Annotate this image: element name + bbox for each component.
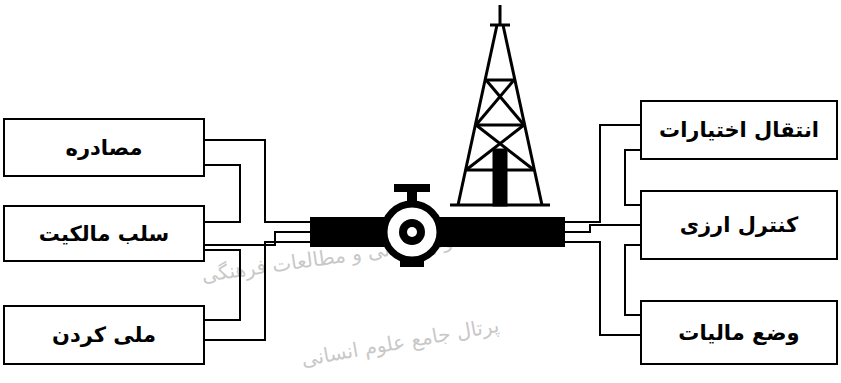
term-text: وضع مالیات [678, 321, 799, 345]
term-box: مصادره [3, 118, 205, 177]
term-box: وضع مالیات [640, 300, 838, 365]
term-box: ملی کردن [3, 305, 205, 365]
term-text: ملی کردن [52, 323, 156, 347]
term-box: کنترل ارزی [640, 190, 838, 260]
term-text: سلب مالکیت [39, 222, 170, 246]
term-text: انتقال اختیارات [659, 118, 819, 142]
term-box: سلب مالکیت [3, 205, 205, 262]
connector-wires [205, 125, 640, 340]
term-text: کنترل ارزی [680, 213, 799, 237]
oil-derrick [450, 5, 550, 205]
valve-symbol [384, 184, 440, 267]
term-box: انتقال اختیارات [640, 100, 838, 160]
term-text: مصادره [66, 136, 143, 160]
watermark-text: پرتال جامع علوم انسانی [299, 313, 500, 371]
